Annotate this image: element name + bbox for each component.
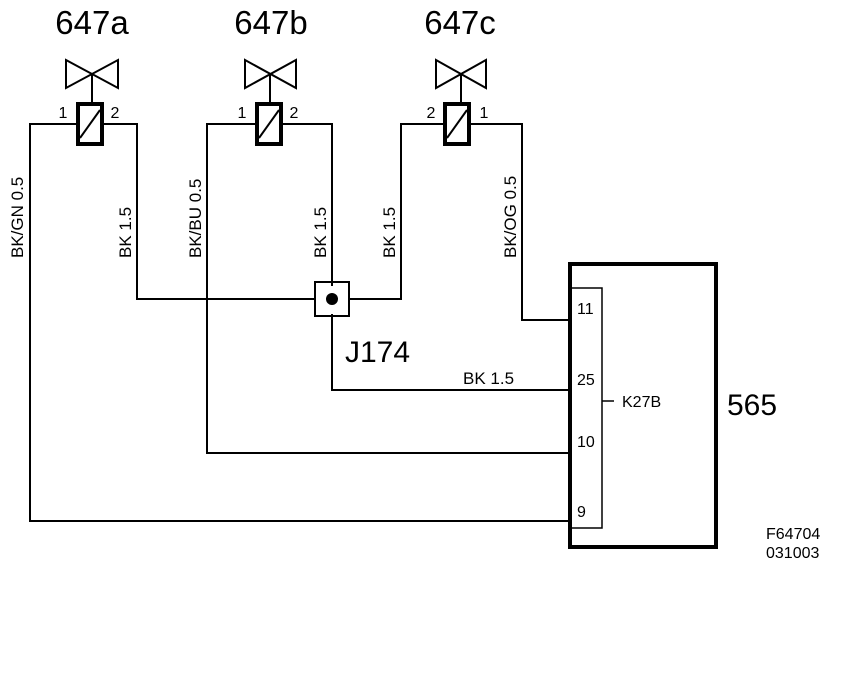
wire-label-b-bk: BK 1.5 [311,207,330,258]
figure-id: F64704 [766,526,820,543]
valve-647b-pin-right: 2 [290,105,299,122]
wire-label-a-bk: BK 1.5 [116,207,135,258]
valve-647c-pin-left: 2 [427,105,436,122]
valve-647a-symbol [65,58,119,104]
wire-647a-pin2 [102,123,315,300]
valve-647a-pin-left: 1 [59,105,68,122]
wire-label-bk-bu: BK/BU 0.5 [186,179,205,258]
splice-j174-label: J174 [345,336,410,369]
wire-647b-pin2 [281,123,333,286]
solenoid-647c [443,102,471,146]
valve-647a-pin-right: 2 [111,105,120,122]
wire-label-c-bk: BK 1.5 [380,207,399,258]
valve-647a-label: 647a [55,4,129,41]
date-code: 031003 [766,545,819,562]
module-565-label: 565 [727,389,777,422]
valve-647b-label: 647b [234,4,307,41]
valve-647b-pin-left: 1 [238,105,247,122]
connector-k27b-label: K27B [622,394,661,411]
wire-647c-pin1 [469,123,572,321]
solenoid-647a [76,102,104,146]
module-pin-25: 25 [577,372,595,389]
wire-647b-pin1 [206,123,572,454]
wire-647c-pin2 [349,123,445,300]
wire-label-j174-to-25: BK 1.5 [463,369,514,388]
wire-647a-pin1 [29,123,572,522]
module-pin-10: 10 [577,434,595,451]
wire-j174-to-25 [331,314,572,391]
valve-647c-label: 647c [424,4,496,41]
valve-647b-symbol [244,58,297,104]
valve-647c-symbol [435,58,487,104]
solenoid-647b [255,102,283,146]
wire-label-bk-og: BK/OG 0.5 [501,176,520,258]
valve-647c-pin-right: 1 [480,105,489,122]
module-565 [568,262,718,549]
splice-j174 [314,281,350,317]
wire-label-bk-gn: BK/GN 0.5 [8,177,27,258]
module-pin-9: 9 [577,504,586,521]
module-pin-11: 11 [577,301,594,318]
